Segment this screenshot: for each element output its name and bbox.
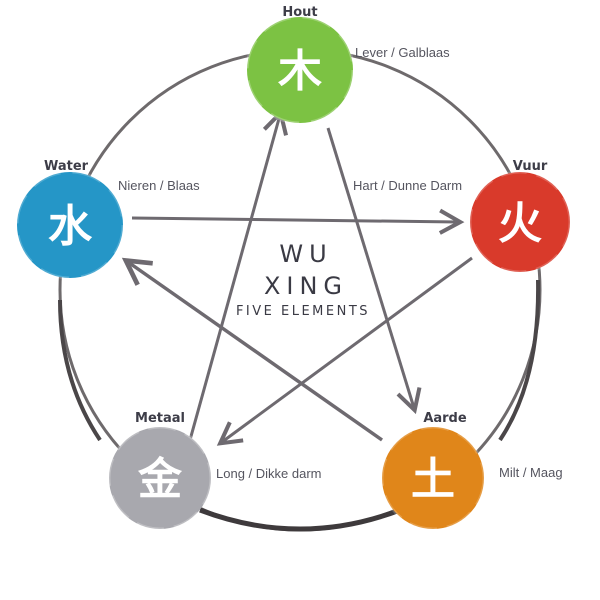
ring-segment-dark xyxy=(199,507,401,532)
water-organs: Nieren / Blaas xyxy=(118,178,200,193)
ring-segment-dark xyxy=(498,279,541,442)
ring-segment-dark xyxy=(58,299,102,442)
vuur-brush-ring xyxy=(468,170,572,274)
aarde-label: Aarde xyxy=(423,411,467,426)
hout-label: Hout xyxy=(282,5,317,20)
metaal-circle xyxy=(109,427,211,529)
water-label: Water xyxy=(44,159,89,174)
aarde-organs: Milt / Maag xyxy=(499,465,563,480)
center-title-wu: WU xyxy=(279,240,332,268)
metaal-glyph-icon: 金 xyxy=(137,454,183,505)
hout-organs: Lever / Galblaas xyxy=(355,45,450,60)
aarde-brush-ring xyxy=(380,425,486,531)
metaal-organs: Long / Dikke darm xyxy=(216,466,322,481)
element-water: 水 Water Nieren / Blaas xyxy=(15,159,200,280)
vuur-organs: Hart / Dunne Darm xyxy=(353,178,462,193)
water-glyph-icon: 水 xyxy=(48,201,93,252)
arrow-hout-to-aarde xyxy=(326,127,422,415)
hout-circle xyxy=(247,17,353,123)
vuur-glyph-icon: 火 xyxy=(498,198,542,249)
arrow-water-to-vuur xyxy=(131,208,465,235)
hout-glyph-icon: 木 xyxy=(278,46,322,97)
metaal-brush-ring xyxy=(107,425,213,531)
arrow-vuur-to-metaal xyxy=(216,256,473,446)
water-circle xyxy=(17,172,123,278)
center-title-xing: XING xyxy=(264,272,348,300)
element-metaal: 金 Metaal Long / Dikke darm xyxy=(107,411,322,531)
aarde-glyph-icon: 土 xyxy=(411,454,455,505)
element-aarde: 土 Aarde Milt / Maag xyxy=(380,411,563,531)
arrow-aarde-to-water xyxy=(121,257,384,442)
vuur-circle xyxy=(470,172,570,272)
element-hout: 木 Hout Lever / Galblaas xyxy=(245,5,450,125)
water-brush-ring xyxy=(15,170,125,280)
aarde-circle xyxy=(382,427,484,529)
arrow-metaal-to-hout xyxy=(188,108,289,441)
metaal-label: Metaal xyxy=(135,411,185,426)
element-vuur: 火 Vuur Hart / Dunne Darm xyxy=(353,159,572,274)
vuur-label: Vuur xyxy=(513,159,548,174)
hout-brush-ring xyxy=(245,15,355,125)
center-subtitle: FIVE ELEMENTS xyxy=(236,304,370,319)
